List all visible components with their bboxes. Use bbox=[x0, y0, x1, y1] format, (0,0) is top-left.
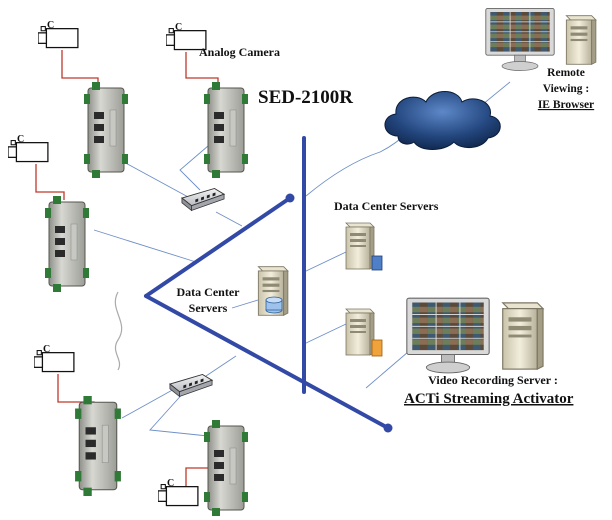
backbone-node-lower bbox=[383, 423, 393, 433]
cable-enc5-switch2 bbox=[149, 389, 209, 437]
internet-cloud-icon bbox=[384, 91, 501, 150]
server-tower-icon bbox=[345, 222, 383, 271]
backbone-diagonal-lower bbox=[144, 294, 390, 430]
streaming-activator-label: ACTi Streaming Activator bbox=[404, 391, 574, 407]
data-center-servers-right-label: Data Center Servers bbox=[334, 199, 439, 213]
cable-cloud-backbone bbox=[305, 131, 409, 197]
remote-viewing-label-3: IE Browser bbox=[538, 99, 594, 111]
cable-enc4-switch2 bbox=[121, 387, 177, 419]
analog-camera-label: Analog Camera bbox=[199, 45, 280, 59]
video-encoder-icon bbox=[44, 196, 90, 292]
cable-enc2-switch bbox=[179, 145, 209, 191]
cable-dc-right-1 bbox=[303, 251, 347, 273]
svg-text:C: C bbox=[17, 134, 24, 145]
remote-viewing-label-1: Remote bbox=[547, 67, 585, 79]
server-tower-icon bbox=[565, 15, 597, 65]
cable-dc-right-2 bbox=[303, 323, 347, 345]
video-recording-server-label: Video Recording Server : bbox=[428, 373, 558, 387]
monitor-icon bbox=[406, 297, 490, 374]
cable-vrs bbox=[365, 351, 409, 389]
backbone-node-upper bbox=[285, 193, 295, 203]
analog-camera-icon: C bbox=[38, 20, 79, 49]
link-squiggle bbox=[114, 291, 123, 371]
camera-wire-3 bbox=[35, 164, 65, 200]
svg-text:C: C bbox=[43, 344, 50, 355]
camera-wire-1 bbox=[61, 50, 99, 86]
svg-text:C: C bbox=[167, 478, 174, 489]
cable-enc1-switch bbox=[119, 159, 191, 199]
server-tower-icon bbox=[501, 302, 544, 370]
analog-camera-icon: C bbox=[166, 22, 207, 51]
data-center-servers-left-label-2: Servers bbox=[189, 301, 228, 315]
network-switch-icon bbox=[181, 187, 225, 211]
remote-viewing-label-2: Viewing : bbox=[543, 83, 590, 95]
monitor-icon bbox=[485, 7, 555, 71]
video-encoder-icon bbox=[84, 82, 128, 178]
server-tower-icon bbox=[345, 308, 383, 357]
video-encoder-icon bbox=[204, 82, 248, 178]
analog-camera-icon: C bbox=[158, 478, 199, 507]
video-encoder-icon bbox=[204, 420, 248, 516]
cable-dc-left bbox=[231, 299, 259, 309]
model-label: SED-2100R bbox=[258, 87, 353, 108]
cable-switch2-backbone bbox=[205, 355, 237, 377]
server-tower-icon bbox=[257, 266, 289, 316]
analog-camera-icon: C bbox=[8, 134, 49, 163]
network-switch-icon bbox=[169, 373, 213, 397]
data-center-servers-left-label-1: Data Center bbox=[177, 285, 241, 299]
svg-text:C: C bbox=[175, 22, 182, 33]
video-encoder-icon bbox=[74, 396, 122, 496]
backbone-diagonal-upper bbox=[144, 196, 292, 298]
svg-text:C: C bbox=[47, 20, 54, 31]
analog-camera-icon: C bbox=[34, 344, 75, 373]
cable-switch-backbone bbox=[215, 211, 243, 227]
cable-enc3-backbone bbox=[93, 229, 197, 263]
